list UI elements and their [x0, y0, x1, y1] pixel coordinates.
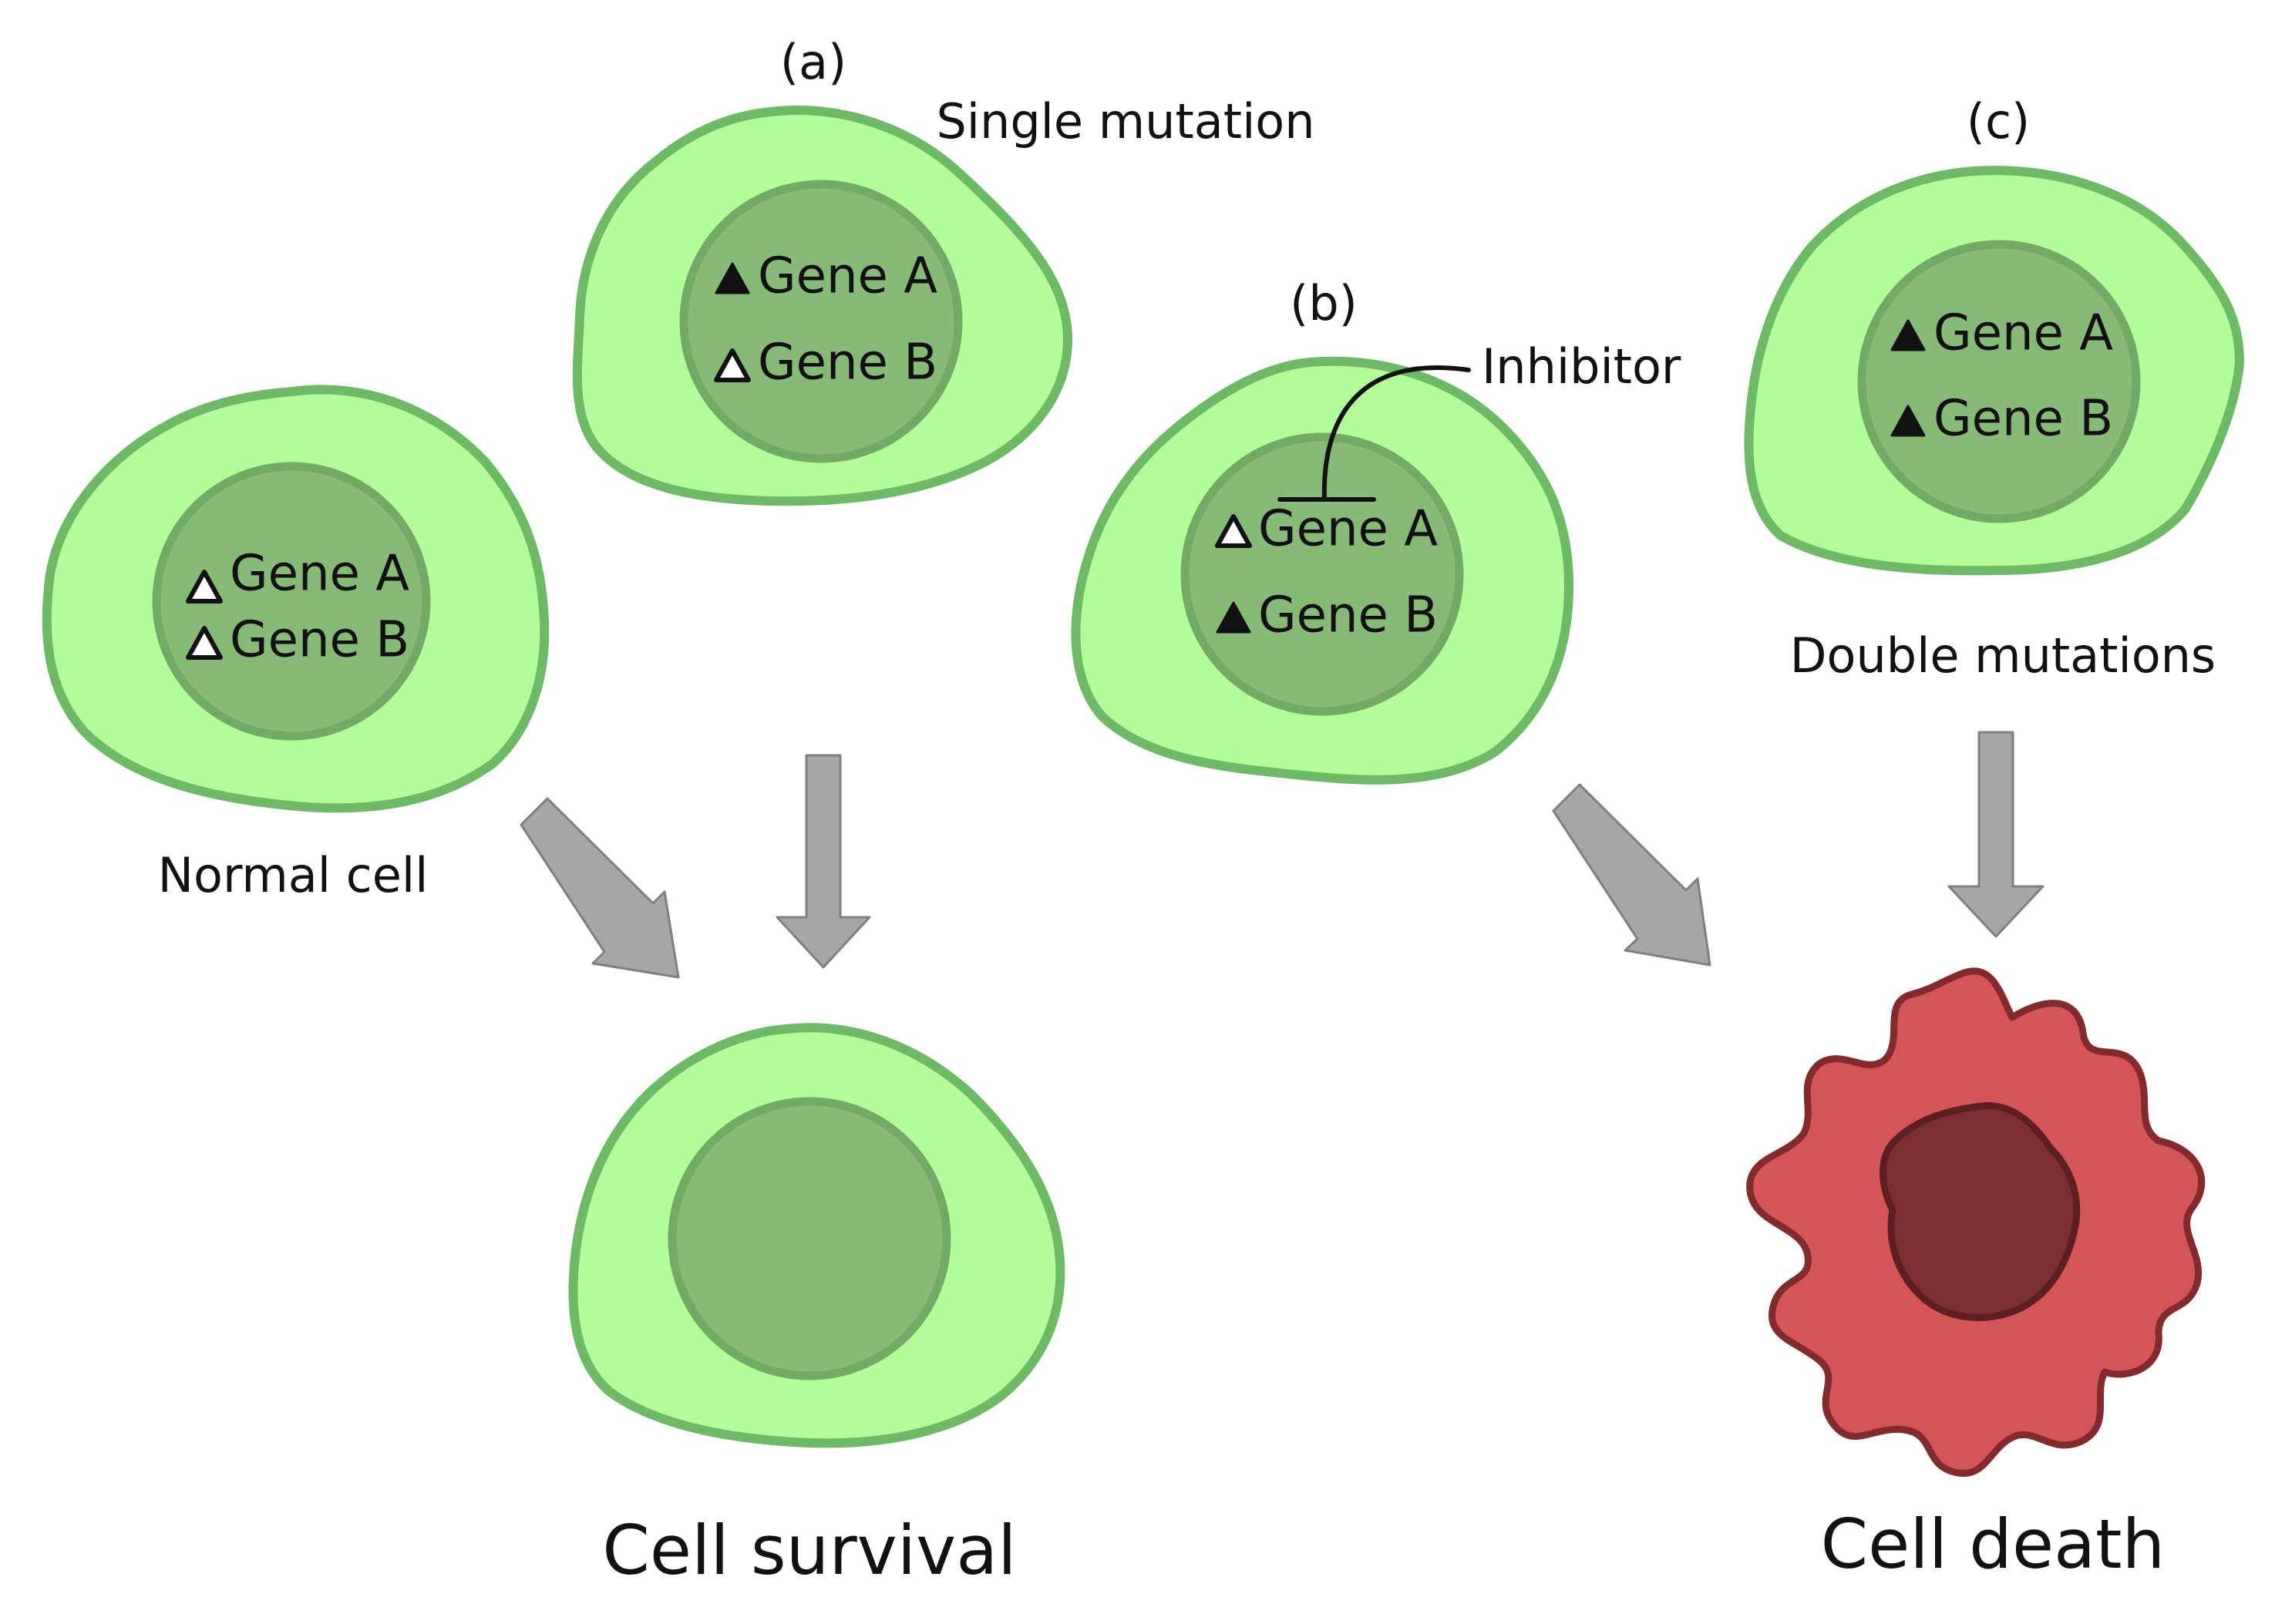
dead-cell-nucleus [1880, 1101, 2081, 1321]
single-mutation-cell-nucleus [679, 180, 963, 463]
panel-b-label: (b) [1290, 275, 1358, 331]
panel-a-label: (a) [780, 34, 846, 90]
single-mutation-cell-gene-b: Gene B [714, 335, 937, 392]
single-mutation-cell-gene-a: Gene A [715, 248, 937, 305]
inhibitor-cell-nucleus [1180, 432, 1464, 716]
gene-a-label: Gene A [230, 546, 409, 603]
inhibitor-label: Inhibitor [1482, 338, 1681, 395]
inhibitor-cell: Gene A Gene B [1071, 356, 1573, 785]
dead-cell [1746, 967, 2206, 1478]
cell-survival-label: Cell survival [602, 1511, 1016, 1590]
gene-a-label: Gene A [1258, 501, 1438, 558]
double-mutation-cell-nucleus [1857, 240, 2141, 523]
hollow-triangle-icon [186, 626, 223, 660]
double-mutations-label: Double mutations [1790, 627, 2216, 684]
t-bar-inhibition-icon [1277, 365, 1471, 502]
gene-b-label: Gene B [758, 335, 937, 392]
single-mutation-cell: Gene A Gene B [572, 106, 1072, 506]
filled-triangle-icon [715, 262, 750, 294]
filled-triangle-icon [1216, 601, 1251, 634]
normal-cell-gene-a: Gene A [186, 546, 409, 604]
arrow-normal-to-survival [520, 797, 680, 979]
hollow-triangle-icon [714, 348, 751, 382]
inhibitor-connector-line [1321, 365, 1471, 502]
normal-cell-nucleus [152, 462, 431, 741]
gene-b-label: Gene B [230, 612, 409, 669]
hollow-triangle-icon [1215, 514, 1252, 548]
normal-cell-gene-b: Gene B [186, 612, 409, 669]
normal-cell: Gene A Gene B [42, 385, 550, 813]
gene-a-label: Gene A [758, 248, 937, 305]
inhibitor-cell-gene-b: Gene B [1216, 587, 1438, 644]
surviving-cell [568, 1023, 1065, 1448]
filled-triangle-icon [1890, 319, 1926, 351]
arrow-inhibitor-to-death [1552, 783, 1711, 967]
inhibitor-cell-gene-a: Gene A [1215, 501, 1438, 558]
surviving-cell-nucleus [668, 1097, 951, 1380]
double-mutation-cell-gene-b: Gene B [1890, 391, 2113, 448]
double-mutation-cell-gene-a: Gene A [1890, 305, 2113, 362]
gene-b-label: Gene B [1933, 391, 2113, 448]
arrow-double-to-death [1947, 731, 2044, 938]
single-mutation-label: Single mutation [936, 93, 1314, 150]
hollow-triangle-icon [186, 570, 223, 604]
filled-triangle-icon [1890, 405, 1926, 437]
gene-a-label: Gene A [1933, 305, 2113, 362]
normal-cell-label: Normal cell [158, 847, 429, 903]
double-mutation-cell: Gene A Gene B [1744, 166, 2244, 576]
arrow-single-to-survival [776, 754, 871, 969]
cell-death-label: Cell death [1821, 1505, 2166, 1584]
panel-c-label: (c) [1967, 93, 2030, 150]
gene-b-label: Gene B [1258, 587, 1438, 644]
